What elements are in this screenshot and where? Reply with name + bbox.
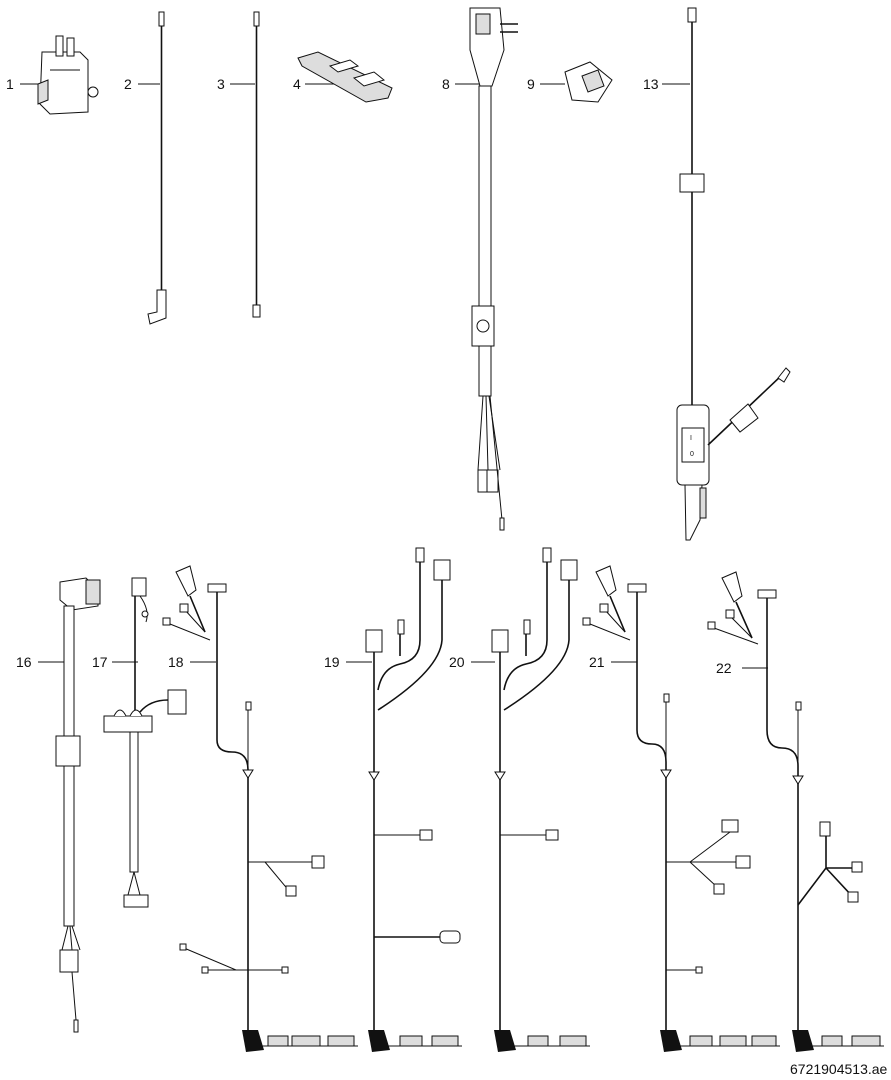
part-21-harness: 21 [582,565,780,1052]
label-19: 19 [324,654,340,670]
part-22-harness: 22 [707,571,884,1052]
label-3: 3 [217,76,225,92]
part-1-switch: 1 [6,35,99,115]
label-16: 16 [16,654,32,670]
part-4-clip: 4 [293,51,393,103]
label-17: 17 [92,654,108,670]
label-8: 8 [442,76,450,92]
label-21: 21 [589,654,605,670]
label-22: 22 [716,660,732,676]
part-19-harness: 19 [324,547,462,1052]
label-2: 2 [124,76,132,92]
part-8-mains-cable: 8 [442,7,518,531]
part-17-cable: 17 [92,577,187,908]
part-9-connector: 9 [527,61,613,103]
part-20-harness: 20 [449,547,590,1052]
label-4: 4 [293,76,301,92]
label-18: 18 [168,654,184,670]
reference-code: 6721904513.ae [790,1061,888,1077]
label-1: 1 [6,76,14,92]
label-20: 20 [449,654,465,670]
switch-off-mark: 0 [690,451,694,458]
part-13-switch-cable: 13 I 0 [643,7,791,541]
label-9: 9 [527,76,535,92]
part-2-sensor-cable: 2 [124,11,167,325]
label-13: 13 [643,76,659,92]
switch-on-mark: I [690,435,692,442]
part-3-sensor-cable: 3 [217,11,261,318]
part-16-cable: 16 [16,577,101,1033]
part-18-harness: 18 [162,565,358,1052]
